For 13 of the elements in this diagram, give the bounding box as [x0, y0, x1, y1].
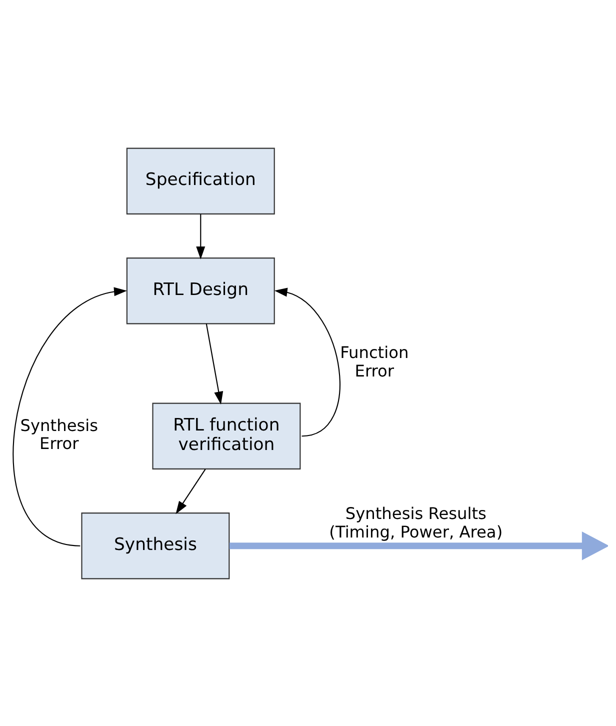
arrow [12, 286, 127, 546]
node-box: RTL Design [126, 257, 275, 324]
arrow [274, 287, 340, 436]
edge-label: Function Error [340, 342, 409, 380]
arrow [206, 323, 224, 404]
arrow [229, 531, 608, 560]
node-box: Specification [126, 147, 275, 214]
arrow [176, 468, 206, 514]
node-box: Synthesis [81, 512, 230, 579]
edge-label: Synthesis Results (Timing, Power, Area) [329, 503, 503, 541]
edge-label: Synthesis Error [20, 415, 98, 453]
arrow [196, 214, 206, 259]
node-box: RTL function verification [152, 402, 301, 469]
